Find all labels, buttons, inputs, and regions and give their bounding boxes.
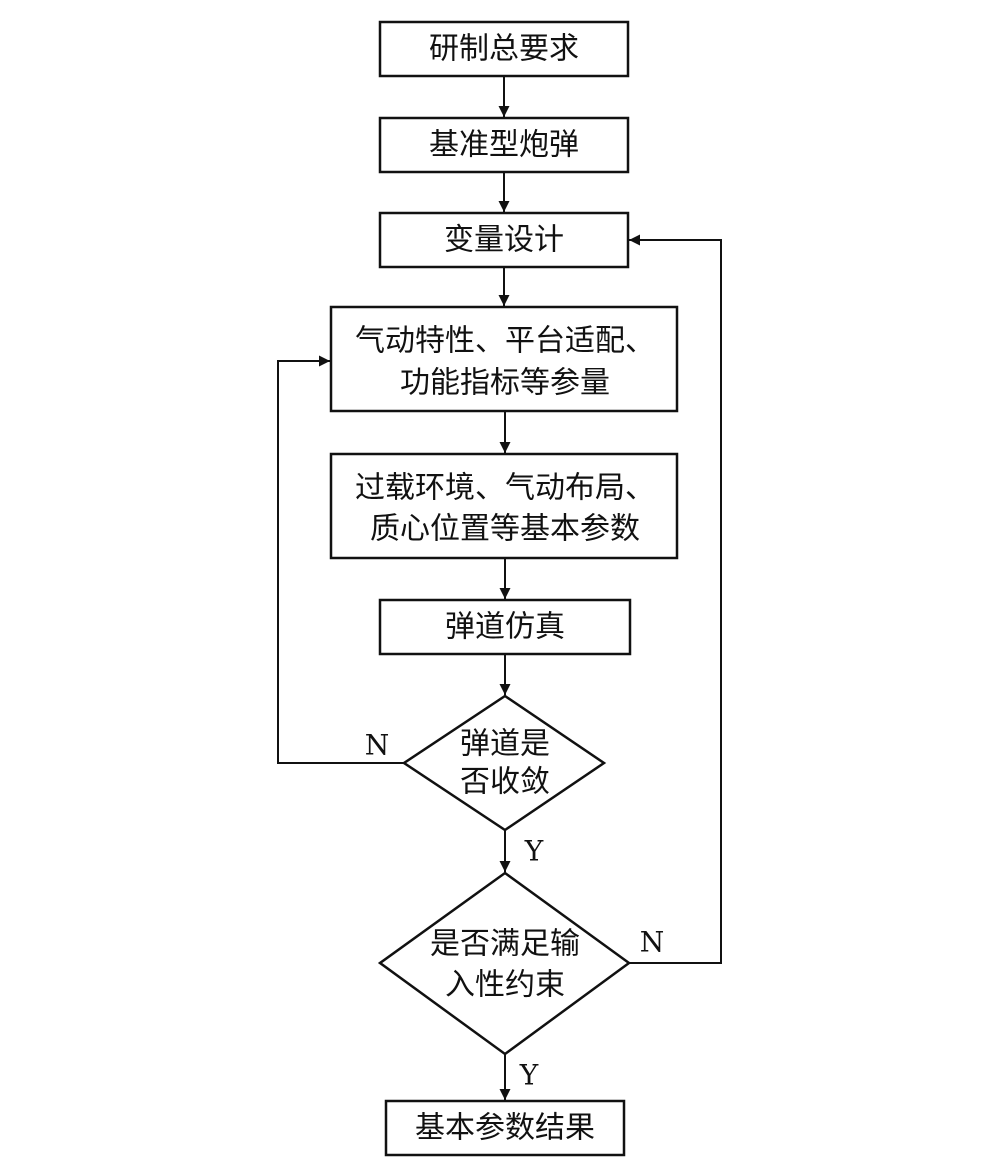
decision-converge: 弹道是 否收敛 (401, 694, 607, 832)
decision-constraint-line1: 是否满足输 (430, 927, 580, 962)
node-baseline-shell: 基准型炮弹 (378, 116, 630, 174)
node-ballistic-sim: 弹道仿真 (378, 598, 632, 656)
node-basic-params-line2: 质心位置等基本参数 (370, 512, 640, 547)
arrow-converge-no-loop (277, 355, 404, 764)
decision-converge-line1: 弹道是 (460, 727, 550, 762)
node-requirements: 研制总要求 (378, 20, 630, 78)
edge-label-constraint-no: N (640, 926, 665, 959)
decision-constraint-line2: 入性约束 (445, 968, 565, 1003)
decision-constraint: 是否满足输 入性约束 (377, 871, 632, 1056)
node-params-line1: 气动特性、平台适配、 (355, 324, 655, 359)
decision-converge-line2: 否收敛 (460, 765, 550, 800)
node-requirements-label: 研制总要求 (429, 32, 579, 67)
node-ballistic-sim-label: 弹道仿真 (445, 610, 565, 645)
node-result: 基本参数结果 (384, 1099, 626, 1157)
edge-label-converge-no: N (365, 729, 390, 762)
arrow-constraint-no-loop (629, 234, 722, 964)
node-params-line2: 功能指标等参量 (400, 366, 610, 401)
node-result-label: 基本参数结果 (415, 1111, 595, 1146)
edge-label-converge-yes: Y (524, 835, 544, 868)
node-params: 气动特性、平台适配、 功能指标等参量 (329, 305, 679, 413)
node-basic-params: 过载环境、气动布局、 质心位置等基本参数 (329, 452, 679, 560)
node-variable-design: 变量设计 (378, 211, 630, 269)
node-baseline-shell-label: 基准型炮弹 (429, 128, 579, 163)
node-variable-design-label: 变量设计 (444, 223, 564, 258)
node-basic-params-line1: 过载环境、气动布局、 (355, 471, 655, 506)
edge-label-constraint-yes: Y (519, 1059, 539, 1092)
